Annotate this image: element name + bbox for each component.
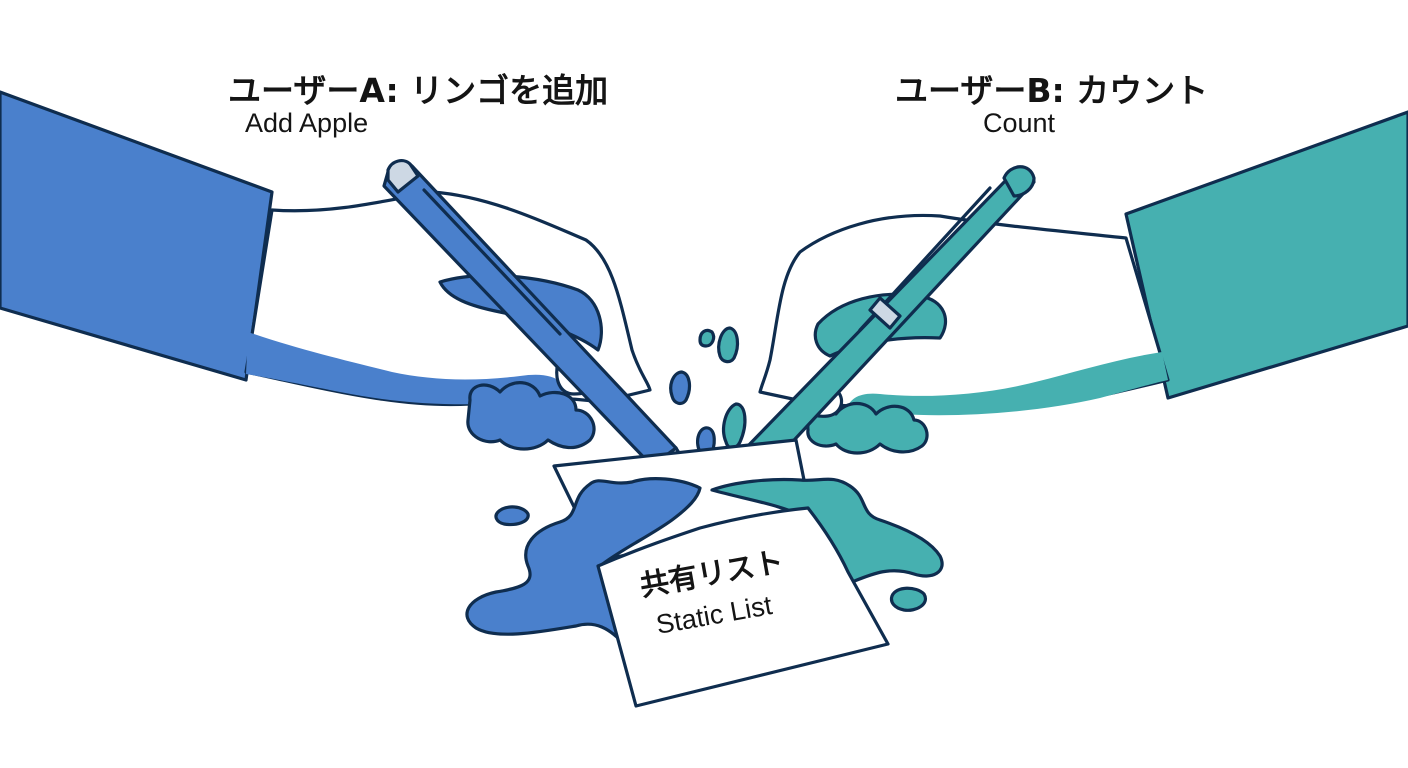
ink-drop [889,586,927,612]
ink-drop [722,402,747,450]
ink-drops [494,326,927,612]
shared-list-card [596,506,890,708]
user-b-pen-band [868,296,902,330]
ink-drop [698,328,716,348]
user-a-ink-splash [465,477,702,642]
user-a-title: ユーザーA: リンゴを追加 [228,71,609,110]
user-a-pen-cap [386,159,420,194]
ink-drop [717,326,740,364]
user-a-fingers [466,381,596,451]
ink-drop [669,370,692,406]
user-a-subtitle: Add Apple [245,108,369,138]
user-b-title: ユーザーB: カウント [895,71,1209,110]
user-b-subtitle: Count [983,108,1056,138]
user-b-pen-cap [1002,165,1036,198]
user-b-sleeve [1124,110,1408,400]
user-b-arm [708,110,1408,494]
user-b-hand-shade [846,352,1168,416]
user-a-pen-clip [422,188,562,336]
user-a-sleeve [0,90,274,382]
user-a-arm [0,90,702,492]
ink-drop [494,505,530,527]
